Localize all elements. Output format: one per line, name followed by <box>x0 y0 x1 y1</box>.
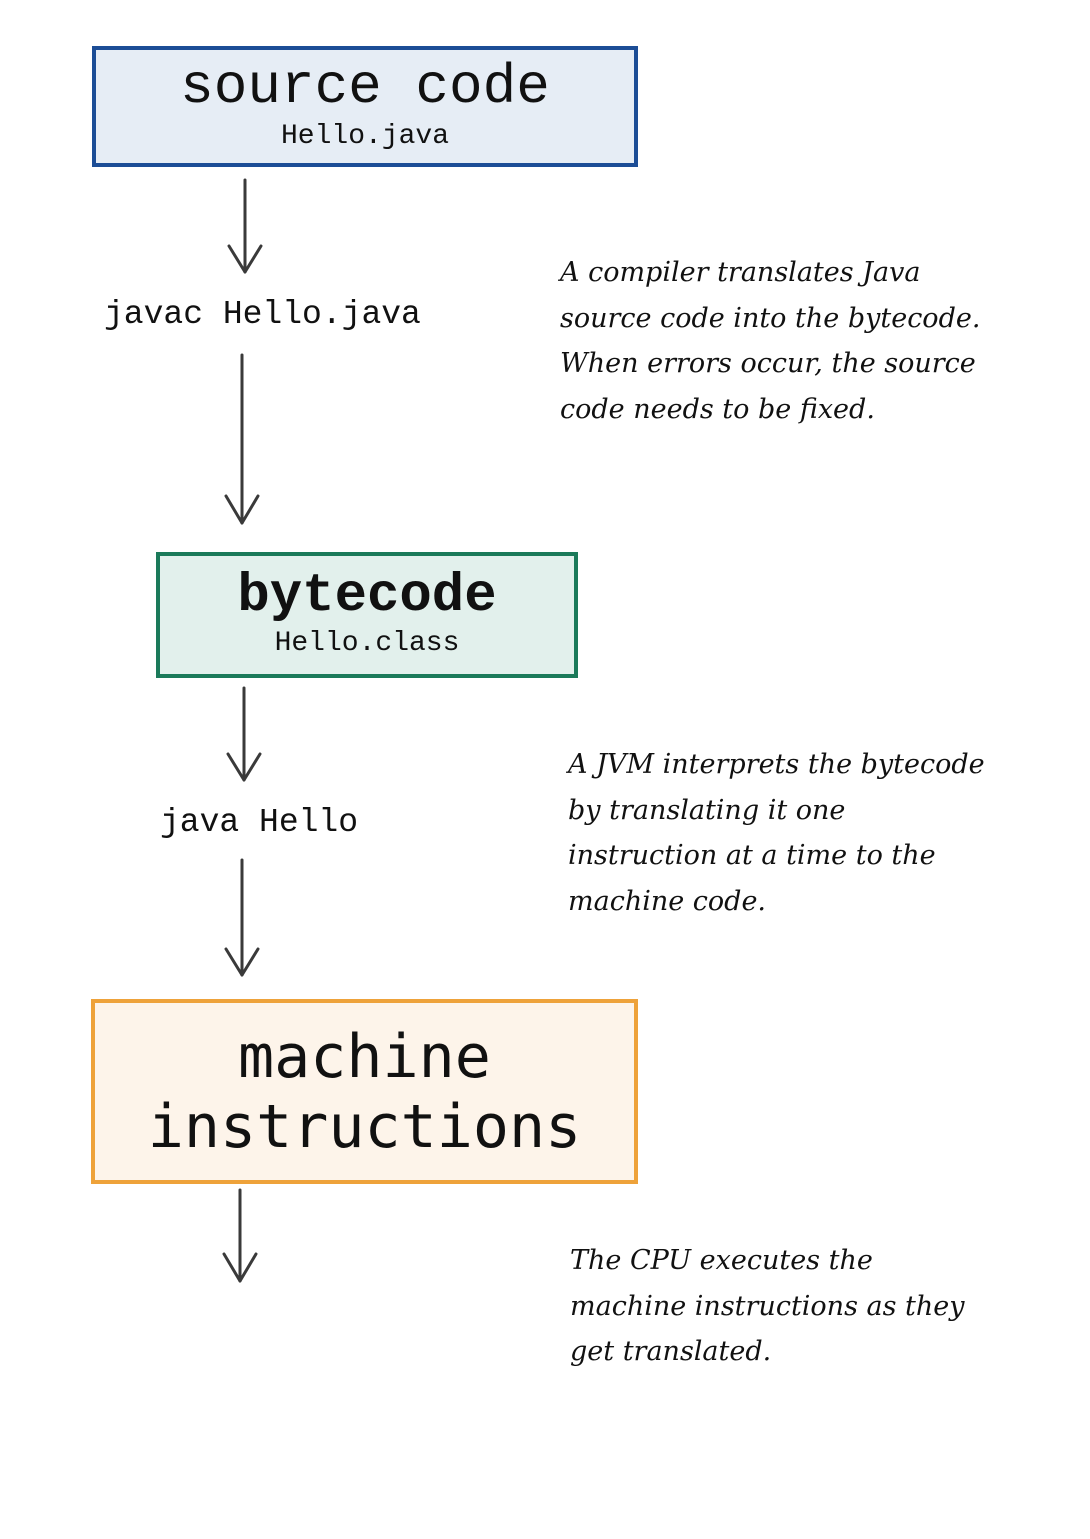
source-code-box: source code Hello.java <box>92 46 638 167</box>
arrow-source-to-command <box>227 178 263 274</box>
cpu-note-line: The CPU executes the <box>570 1245 873 1276</box>
jvm-note-line: instruction at a time to the <box>568 840 936 871</box>
bytecode-box: bytecode Hello.class <box>156 552 578 678</box>
source-file-name: Hello.java <box>280 120 450 152</box>
cpu-note-line: machine instructions as they <box>570 1290 965 1322</box>
jvm-note-line: machine code. <box>568 885 767 917</box>
arrow-command-to-bytecode <box>224 353 260 525</box>
compiler-note: A compiler translates Java source code i… <box>560 250 1080 432</box>
compiler-note-line: When errors occur, the source <box>560 348 976 379</box>
machine-instructions-box: machine instructions <box>91 999 638 1184</box>
arrow-command-to-machine <box>224 858 260 977</box>
compiler-note-line: code needs to be fixed. <box>560 393 875 425</box>
cpu-note: The CPU executes the machine instruction… <box>570 1238 1070 1375</box>
compiler-note-line: A compiler translates Java <box>560 257 921 288</box>
cpu-note-line: get translated. <box>570 1336 772 1367</box>
source-code-title: source code <box>180 54 550 119</box>
jvm-note-line: A JVM interprets the bytecode <box>568 749 985 780</box>
machine-instructions-title: machine instructions <box>147 1021 582 1162</box>
bytecode-title: bytecode <box>237 566 497 627</box>
jvm-note: A JVM interprets the bytecode by transla… <box>568 742 1088 924</box>
arrow-machine-to-cpu <box>222 1188 258 1283</box>
run-command: java Hello <box>160 804 359 841</box>
compile-command: javac Hello.java <box>104 296 421 333</box>
compiler-note-line: source code into the bytecode. <box>560 302 981 334</box>
jvm-note-line: by translating it one <box>568 794 846 826</box>
arrow-bytecode-to-command <box>226 686 262 782</box>
bytecode-file-name: Hello.class <box>274 628 460 659</box>
